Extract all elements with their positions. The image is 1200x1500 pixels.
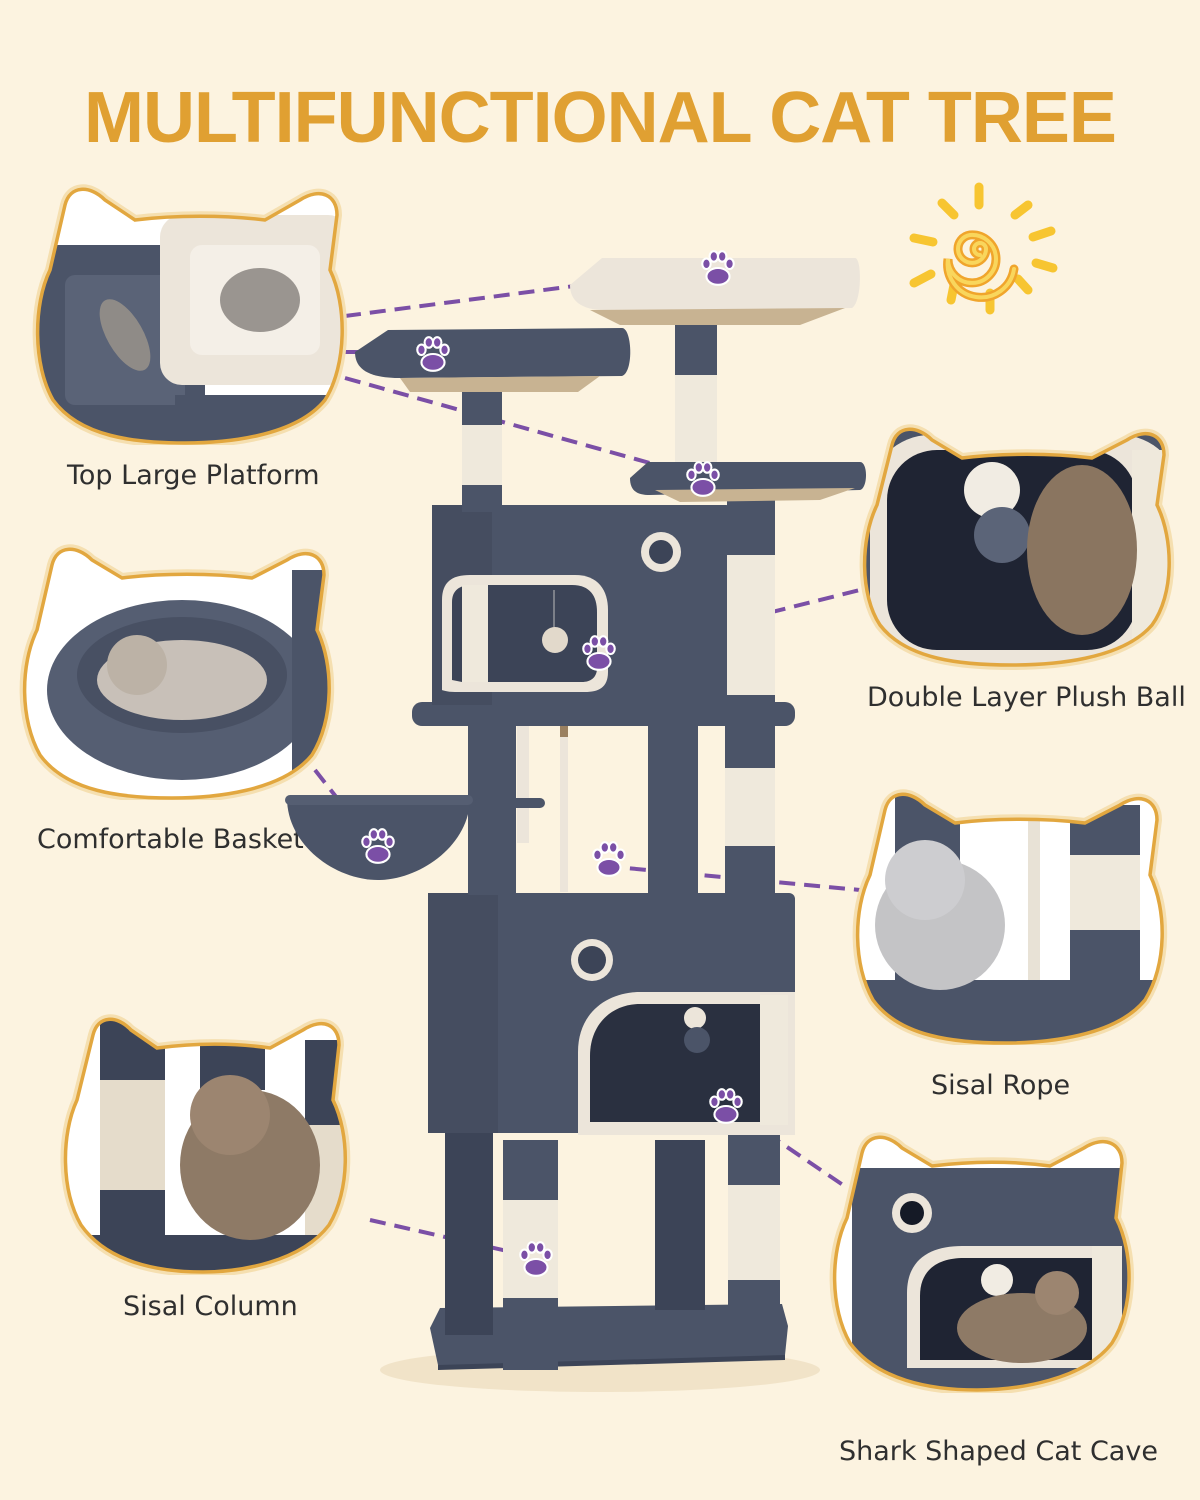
feature-frame-top-large-platform [25,175,355,445]
feature-frame-double-layer-plush-ball [852,420,1182,670]
paw-print-icon [709,1088,743,1124]
feature-frame-comfortable-basket [12,540,342,800]
paw-print-icon [582,635,616,671]
paw-print-icon [361,828,395,864]
caption-sisal-rope: Sisal Rope [931,1070,1071,1101]
caption-top-large-platform: Top Large Platform [67,460,320,491]
caption-comfortable-basket: Comfortable Basket [37,824,304,855]
paw-print-icon [519,1241,553,1277]
paw-print-icon [686,461,720,497]
feature-frame-sisal-rope [845,785,1175,1045]
paw-print-icon [701,250,735,286]
caption-sisal-column: Sisal Column [123,1291,298,1322]
feature-frame-shark-shaped-cat-cave [822,1128,1142,1393]
caption-shark-shaped-cat-cave: Shark Shaped Cat Cave [839,1436,1158,1467]
page-title: MULTIFUNCTIONAL CAT TREE [84,78,1117,158]
feature-frame-sisal-column [55,1010,355,1275]
paw-print-icon [416,336,450,372]
caption-double-layer-plush-ball: Double Layer Plush Ball [867,682,1186,713]
sun-icon [909,182,1058,315]
paw-print-icon [592,841,626,877]
